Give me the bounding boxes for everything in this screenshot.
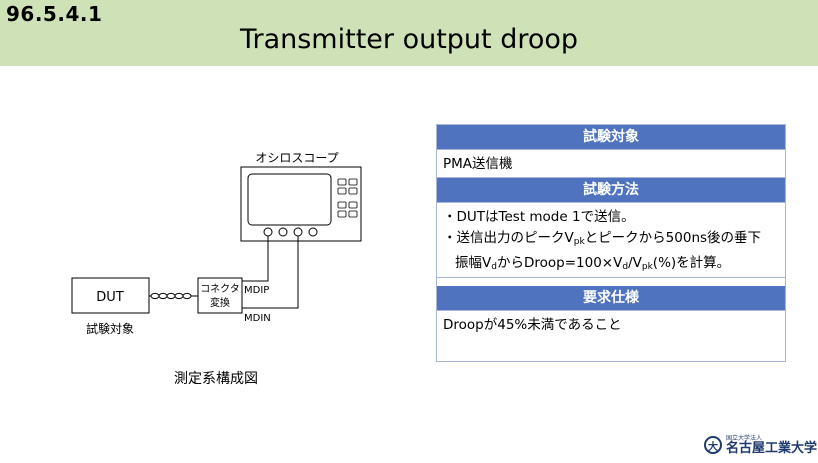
method-line-2: ・送信出力のピークVpkとピークから500ns後の垂下 [443,230,762,247]
oscilloscope-label: オシロスコープ [255,151,338,165]
target-header: 試験対象 [437,125,785,149]
method-line-3: 振幅VdからDroop=100×Vd/Vpk(%)を計算。 [455,255,731,272]
mdip-label: MDIP [244,285,269,296]
oscilloscope-buttons [337,178,358,218]
connector-label-2: 変換 [210,296,230,309]
university-emblem-icon: 大 [704,436,722,454]
probe-wires [242,236,299,309]
requirement-header: 要求仕様 [437,286,785,310]
target-cell: PMA送信機 [437,149,785,178]
spec-table: 試験対象 PMA送信機 試験方法 ・DUTはTest mode 1で送信。 ・送… [436,124,786,362]
connector-adapter-box [197,277,243,314]
method-line-1: ・DUTはTest mode 1で送信。 [443,209,635,225]
oscilloscope-screen [247,173,332,226]
dut-label: DUT [96,290,124,305]
dut-caption: 試験対象 [86,321,134,336]
mdin-label: MDIN [244,313,271,324]
logo-small-text: 国立大学法人 [726,434,763,442]
logo-name: 名古屋工業大学 [726,440,818,456]
requirement-cell: Droopが45%未満であること [437,310,785,338]
target-value: PMA送信機 [443,156,513,172]
university-logo: 大 国立大学法人 名古屋工業大学 [704,433,817,457]
slide-header: 96.5.4.1 Transmitter output droop [0,0,818,66]
slide-title: Transmitter output droop [239,24,579,55]
requirement-value: Droopが45%未満であること [443,317,622,333]
method-header: 試験方法 [437,178,785,202]
twisted-pair-cable [149,292,198,300]
section-number: 96.5.4.1 [6,2,103,26]
connector-label: コネクタ [200,283,240,295]
diagram-caption: 測定系構成図 [174,371,258,387]
method-cell: ・DUTはTest mode 1で送信。 ・送信出力のピークVpkとピークから5… [437,202,785,278]
